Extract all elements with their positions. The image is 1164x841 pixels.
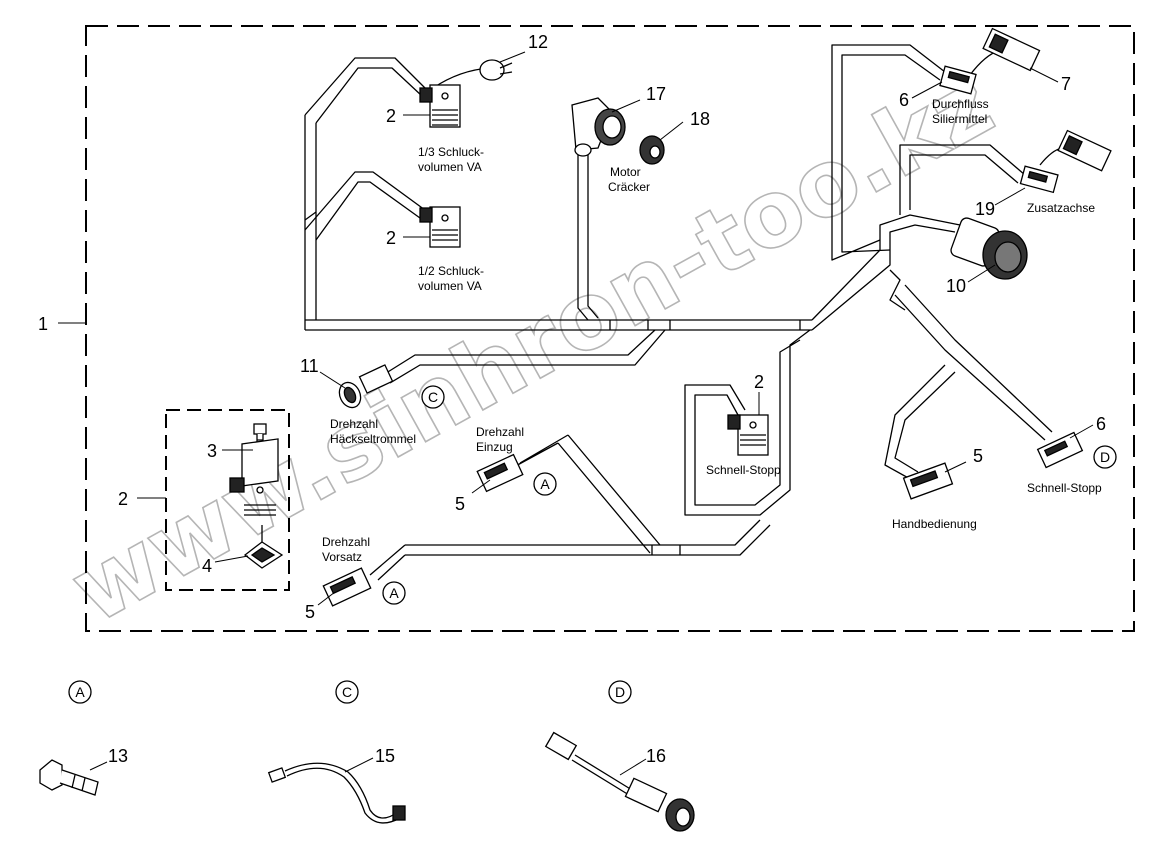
connector-6-top-icon	[939, 65, 977, 95]
label-schnell-stopp-right: Schnell-Stopp	[1027, 481, 1102, 495]
label-motor-line1: Motor	[610, 165, 641, 179]
callout-6-right: 6	[1096, 414, 1106, 434]
ref-d-detail: D	[615, 684, 625, 700]
callout-10: 10	[946, 276, 966, 296]
ref-a-einzug: A	[540, 476, 550, 492]
ref-a-detail: A	[75, 684, 85, 700]
connector-19-mate-icon	[1057, 129, 1112, 172]
label-schluck12-line2: volumen VA	[418, 279, 482, 293]
callout-3: 3	[207, 441, 217, 461]
callout-18: 18	[690, 109, 710, 129]
cap-18-icon	[639, 135, 665, 165]
callout-5-einzug: 5	[455, 494, 465, 514]
leader-lines	[58, 51, 1094, 776]
connector-17-icon	[571, 97, 626, 157]
switch-cable-16-icon	[544, 731, 695, 832]
callout-12: 12	[528, 32, 548, 52]
label-haeckseltrommel-line2: Häckseltrommel	[330, 432, 416, 446]
label-schluck13-line2: volumen VA	[418, 160, 482, 174]
callout-2-schluck12: 2	[386, 228, 396, 248]
circle-refs	[68, 385, 1117, 704]
callout-13: 13	[108, 746, 128, 766]
callout-2-schluck13: 2	[386, 106, 396, 126]
label-haeckseltrommel-line1: Drehzahl	[330, 417, 378, 431]
bolt-13-icon	[39, 759, 99, 796]
callout-17: 17	[646, 84, 666, 104]
detail-parts	[39, 731, 695, 832]
connector-11-icon	[338, 364, 394, 409]
main-assembly-boundary	[85, 25, 1135, 632]
plug-12-icon	[479, 59, 513, 81]
callout-4: 4	[202, 556, 212, 576]
connector-5-hand-icon	[902, 462, 954, 500]
callout-1: 1	[38, 314, 48, 334]
callout-11: 11	[300, 356, 319, 376]
harness-cables	[304, 44, 1063, 581]
label-handbedienung: Handbedienung	[892, 517, 977, 531]
ref-d-main: D	[1100, 449, 1110, 465]
connector-5-einzug-icon	[476, 453, 524, 493]
solenoid-valve-13-icon	[419, 84, 461, 128]
callout-2-detail: 2	[118, 489, 128, 509]
callout-7: 7	[1061, 74, 1071, 94]
gasket-4-icon	[243, 525, 284, 569]
label-zusatzachse: Zusatzachse	[1027, 201, 1095, 215]
callout-5-vorsatz: 5	[305, 602, 315, 622]
callout-16: 16	[646, 746, 666, 766]
connector-7-icon	[982, 27, 1041, 72]
label-vorsatz-line1: Drehzahl	[322, 535, 370, 549]
label-einzug-line2: Einzug	[476, 440, 513, 454]
ref-a-vorsatz: A	[389, 585, 399, 601]
label-vorsatz-line2: Vorsatz	[322, 550, 362, 564]
callout-19: 19	[975, 199, 995, 219]
sensor-valve-detail-icon	[229, 438, 279, 516]
callout-6-top: 6	[899, 90, 909, 110]
label-durchfluss-line1: Durchfluss	[932, 97, 989, 111]
label-einzug-line1: Drehzahl	[476, 425, 524, 439]
callout-2-center: 2	[754, 372, 764, 392]
sensor-cable-15-icon	[267, 762, 406, 824]
solenoid-valve-12-icon	[419, 206, 461, 248]
connector-5-vorsatz-icon	[322, 567, 372, 607]
callout-5-hand: 5	[973, 446, 983, 466]
connector-19-icon	[1019, 165, 1059, 194]
label-schluck12-line1: 1/2 Schluck-	[418, 264, 484, 278]
callout-15: 15	[375, 746, 395, 766]
label-motor-line2: Cräcker	[608, 180, 650, 194]
label-durchfluss-line2: Siliermittel	[932, 112, 987, 126]
label-schnell-stopp-center: Schnell-Stopp	[706, 463, 781, 477]
label-schluck13-line1: 1/3 Schluck-	[418, 145, 484, 159]
round-connector-10-icon	[950, 217, 1028, 280]
components	[229, 27, 1112, 607]
connector-6-right-icon	[1036, 431, 1084, 469]
sensor-detail-box	[165, 409, 290, 591]
ref-c-main: C	[428, 389, 438, 405]
solenoid-valve-center-icon	[727, 414, 769, 456]
ref-c-detail: C	[342, 684, 352, 700]
